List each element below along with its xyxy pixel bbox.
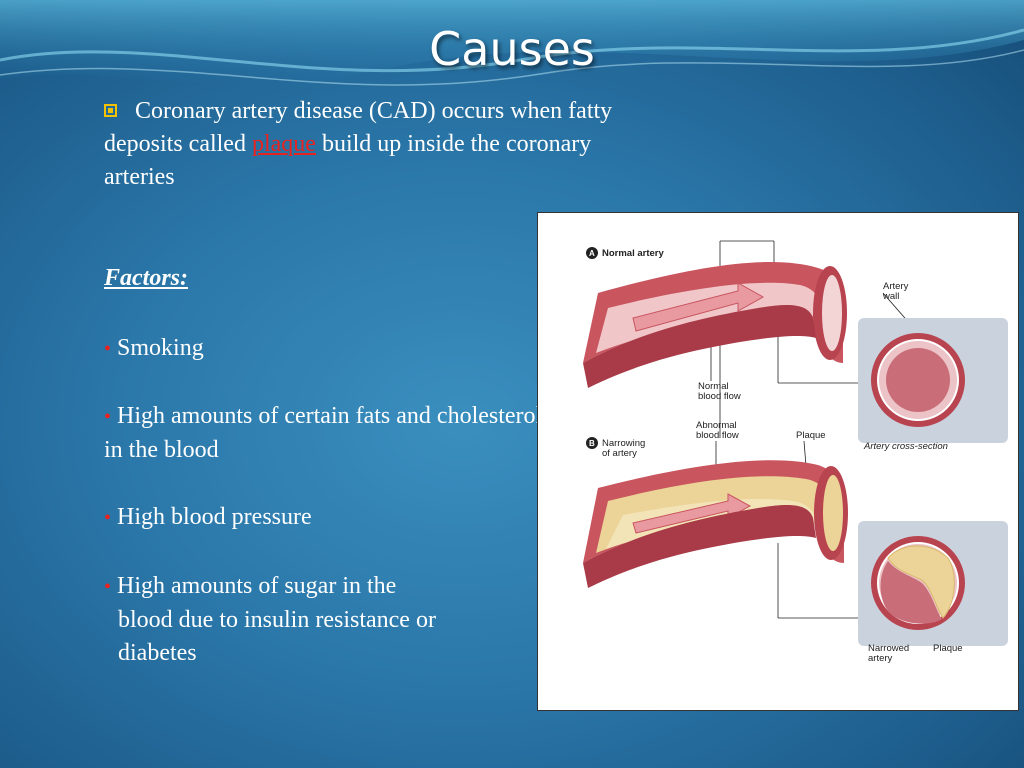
factor-text-continued: diabetes: [118, 640, 197, 666]
intro-text-before: Coronary artery disease (CAD) occurs whe…: [104, 98, 613, 157]
artery-diagram: A Normal artery Artery wall Normal blood…: [583, 240, 1008, 664]
label-narrowing-2: of artery: [602, 448, 637, 459]
bullet-dot-icon: •: [104, 338, 112, 360]
label-normal-flow: Normal: [698, 381, 729, 392]
narrowed-artery-drawing: [583, 460, 848, 588]
checkbox-bullet-icon: [104, 104, 117, 117]
label-normal-artery: Normal artery: [602, 248, 664, 259]
badge-b-icon: [586, 437, 598, 449]
factor-item: • Smoking: [104, 332, 204, 366]
intro-paragraph: Coronary artery disease (CAD) occurs whe…: [104, 95, 634, 194]
factors-heading: Factors:: [104, 265, 188, 291]
slide-title: Causes: [429, 22, 595, 76]
badge-a-icon: [586, 247, 598, 259]
bullet-dot-icon: •: [104, 576, 112, 598]
label-abnormal-flow: Abnormal: [696, 420, 737, 431]
label-cross-section: Artery cross-section: [863, 441, 948, 452]
label-plaque-bottom: Plaque: [933, 643, 963, 654]
normal-artery-drawing: [583, 262, 847, 388]
bullet-dot-icon: •: [104, 406, 112, 428]
factor-item: • High blood pressure: [104, 501, 312, 535]
bullet-dot-icon: •: [104, 507, 112, 529]
factor-text-continued: blood due to insulin resistance or: [118, 607, 436, 633]
label-narrowed-artery-2: artery: [868, 653, 893, 664]
factor-item: • High amounts of sugar in the blood due…: [104, 570, 544, 670]
label-artery-wall: Artery: [883, 281, 909, 292]
artery-illustration: A Normal artery Artery wall Normal blood…: [537, 212, 1019, 711]
intro-text-after: build up inside the coronary arteries: [104, 131, 592, 190]
factor-item: • High amounts of certain fats and chole…: [104, 400, 544, 467]
badge-a-text: A: [589, 249, 595, 258]
normal-cross-section: [858, 318, 1008, 443]
factor-text: Smoking: [117, 335, 204, 361]
badge-b-text: B: [589, 439, 595, 448]
factor-text: High amounts of sugar in the: [117, 573, 397, 599]
label-narrowing: Narrowing: [602, 438, 645, 449]
plaque-link[interactable]: plaque: [251, 131, 316, 157]
label-artery-wall-2: wall: [882, 291, 899, 302]
label-narrowed-artery: Narrowed: [868, 643, 909, 654]
factor-text: High amounts of certain fats and cholest…: [104, 403, 543, 463]
label-abnormal-flow-2: blood flow: [696, 430, 739, 441]
factor-text: High blood pressure: [117, 504, 312, 530]
label-normal-flow-2: blood flow: [698, 391, 741, 402]
narrowed-cross-section: [858, 521, 1008, 646]
label-plaque-top: Plaque: [796, 430, 826, 441]
decorative-wave-header: [0, 0, 1024, 86]
